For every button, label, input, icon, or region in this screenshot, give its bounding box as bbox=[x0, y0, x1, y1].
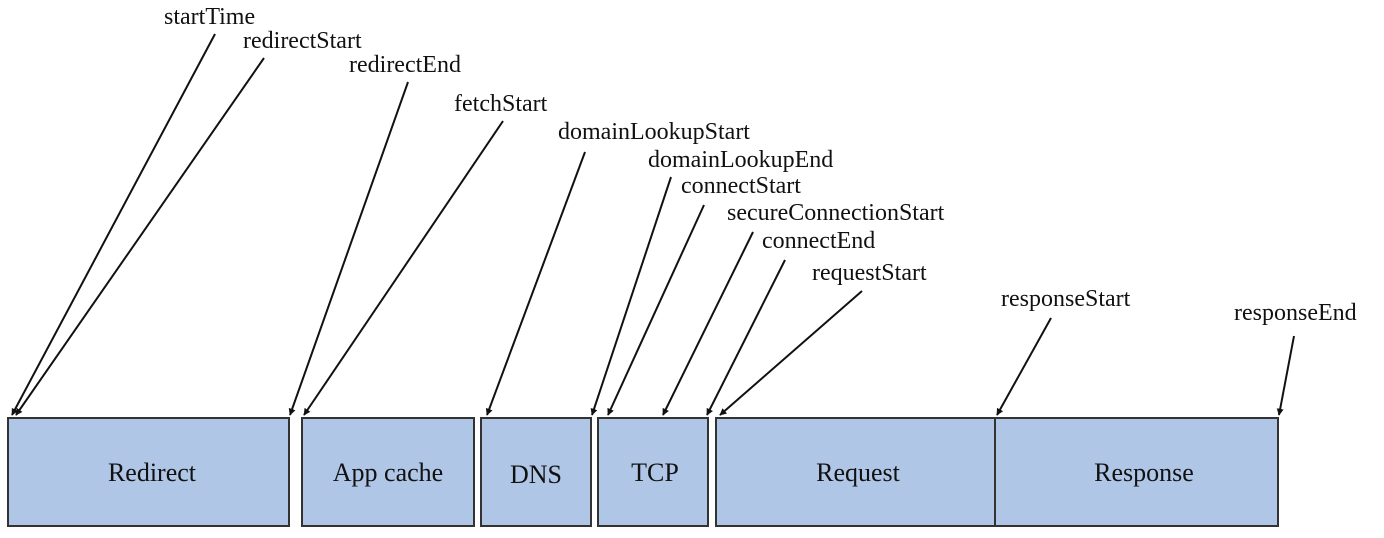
phase-boxes bbox=[7, 417, 1279, 527]
pointer-domain-lookup-start bbox=[485, 151, 586, 416]
pointer-domain-lookup-end bbox=[590, 176, 672, 416]
phase-box-response bbox=[994, 417, 1279, 527]
event-label-domain-lookup-start: domainLookupStart bbox=[558, 119, 750, 145]
phase-labels: Redirect App cache DNS TCP Request Respo… bbox=[108, 458, 1194, 489]
pointer-redirect-start bbox=[15, 57, 265, 416]
pointer-connect-end bbox=[706, 259, 786, 416]
pointer-start-time bbox=[11, 33, 216, 416]
event-label-redirect-end: redirectEnd bbox=[349, 52, 461, 78]
event-label-request-start: requestStart bbox=[812, 260, 927, 286]
event-label-fetch-start: fetchStart bbox=[454, 91, 548, 117]
pointer-response-end bbox=[1276, 335, 1295, 416]
pointer-lines bbox=[11, 33, 1295, 416]
pointer-connect-start bbox=[607, 204, 705, 416]
pointer-fetch-start bbox=[303, 120, 504, 416]
phase-box-tcp bbox=[597, 417, 709, 527]
event-label-connect-start: connectStart bbox=[681, 173, 801, 199]
event-label-redirect-start: redirectStart bbox=[243, 28, 362, 54]
phase-label-tcp: TCP bbox=[631, 458, 679, 487]
phase-label-app-cache: App cache bbox=[333, 458, 443, 487]
event-labels: startTime redirectStart redirectEnd fetc… bbox=[164, 4, 1357, 326]
pointer-secure-connection-start bbox=[662, 231, 754, 416]
event-label-domain-lookup-end: domainLookupEnd bbox=[648, 147, 833, 173]
pointer-request-start bbox=[719, 290, 863, 416]
event-label-start-time: startTime bbox=[164, 4, 255, 30]
phase-label-request: Request bbox=[816, 458, 901, 487]
phase-label-dns: DNS bbox=[510, 460, 562, 489]
pointer-response-start bbox=[996, 317, 1052, 416]
event-label-response-start: responseStart bbox=[1001, 286, 1131, 312]
phase-label-redirect: Redirect bbox=[108, 458, 197, 487]
phase-box-request bbox=[715, 417, 996, 527]
phase-box-redirect bbox=[7, 417, 290, 527]
pointer-redirect-end bbox=[288, 81, 409, 416]
event-label-response-end: responseEnd bbox=[1234, 300, 1357, 326]
phase-box-app-cache bbox=[301, 417, 475, 527]
phase-label-response: Response bbox=[1094, 458, 1194, 487]
event-label-connect-end: connectEnd bbox=[762, 228, 875, 254]
phase-box-dns bbox=[480, 417, 592, 527]
event-label-secure-connection-start: secureConnectionStart bbox=[727, 200, 945, 226]
